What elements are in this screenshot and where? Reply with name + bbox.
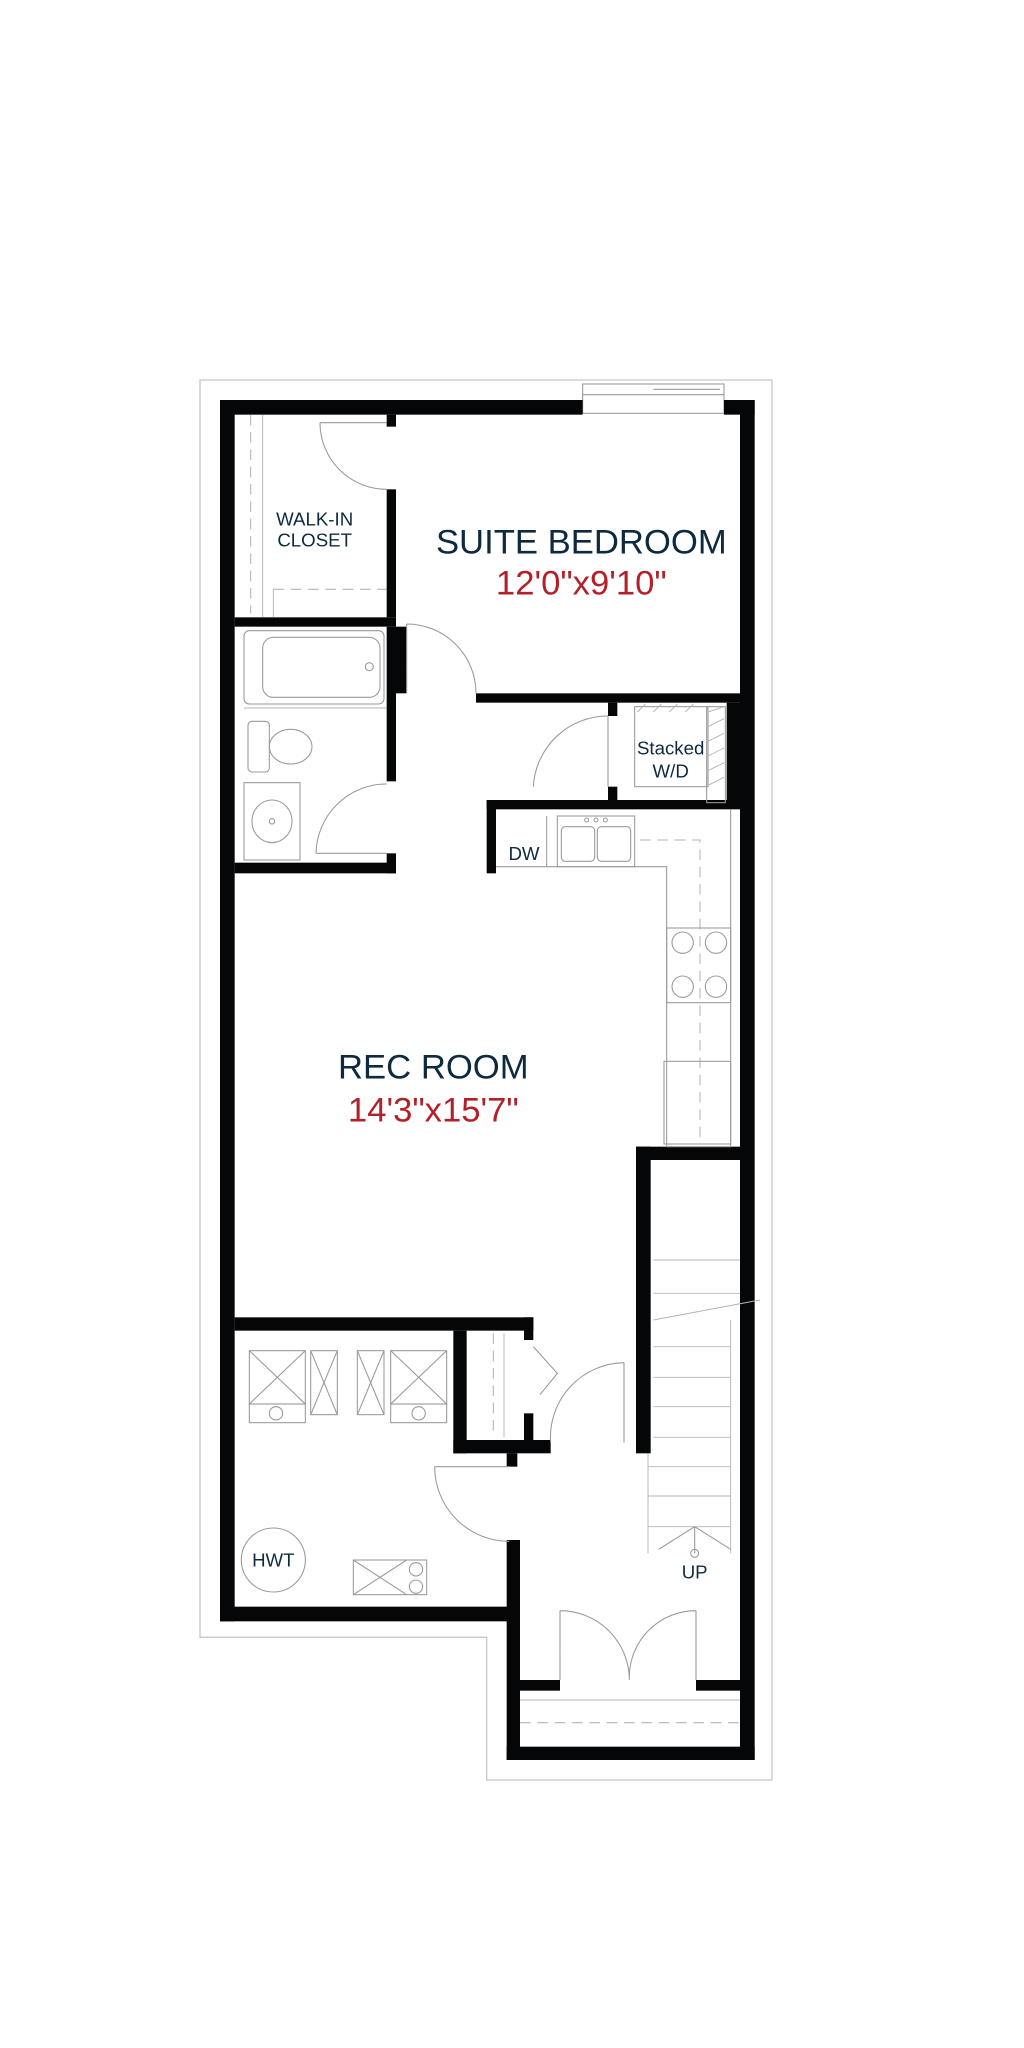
stairs-up-label: UP xyxy=(682,1562,708,1583)
rec-room-size: 14'3"x15'7" xyxy=(348,1091,519,1129)
laundry-label-2: W/D xyxy=(653,760,689,781)
fixtures xyxy=(240,414,761,1724)
laundry-label: Stacked xyxy=(637,738,704,759)
hot-water-tank-icon xyxy=(240,1527,306,1593)
rec-room-label: REC ROOM xyxy=(338,1049,529,1087)
exterior-outline xyxy=(199,379,773,1781)
labels: WALK-IN CLOSET SUITE BEDROOM 12'0"x9'10"… xyxy=(252,508,727,1582)
staircase xyxy=(647,1259,761,1558)
dishwasher-label: DW xyxy=(508,843,539,864)
suite-bedroom-size: 12'0"x9'10" xyxy=(496,565,667,603)
suite-bedroom-label: SUITE BEDROOM xyxy=(436,523,727,561)
walls xyxy=(220,400,755,1760)
walk-in-closet-label-2: CLOSET xyxy=(277,530,352,551)
hwt-label: HWT xyxy=(252,1550,294,1571)
window xyxy=(582,383,725,414)
walk-in-closet-label: WALK-IN xyxy=(276,508,353,529)
